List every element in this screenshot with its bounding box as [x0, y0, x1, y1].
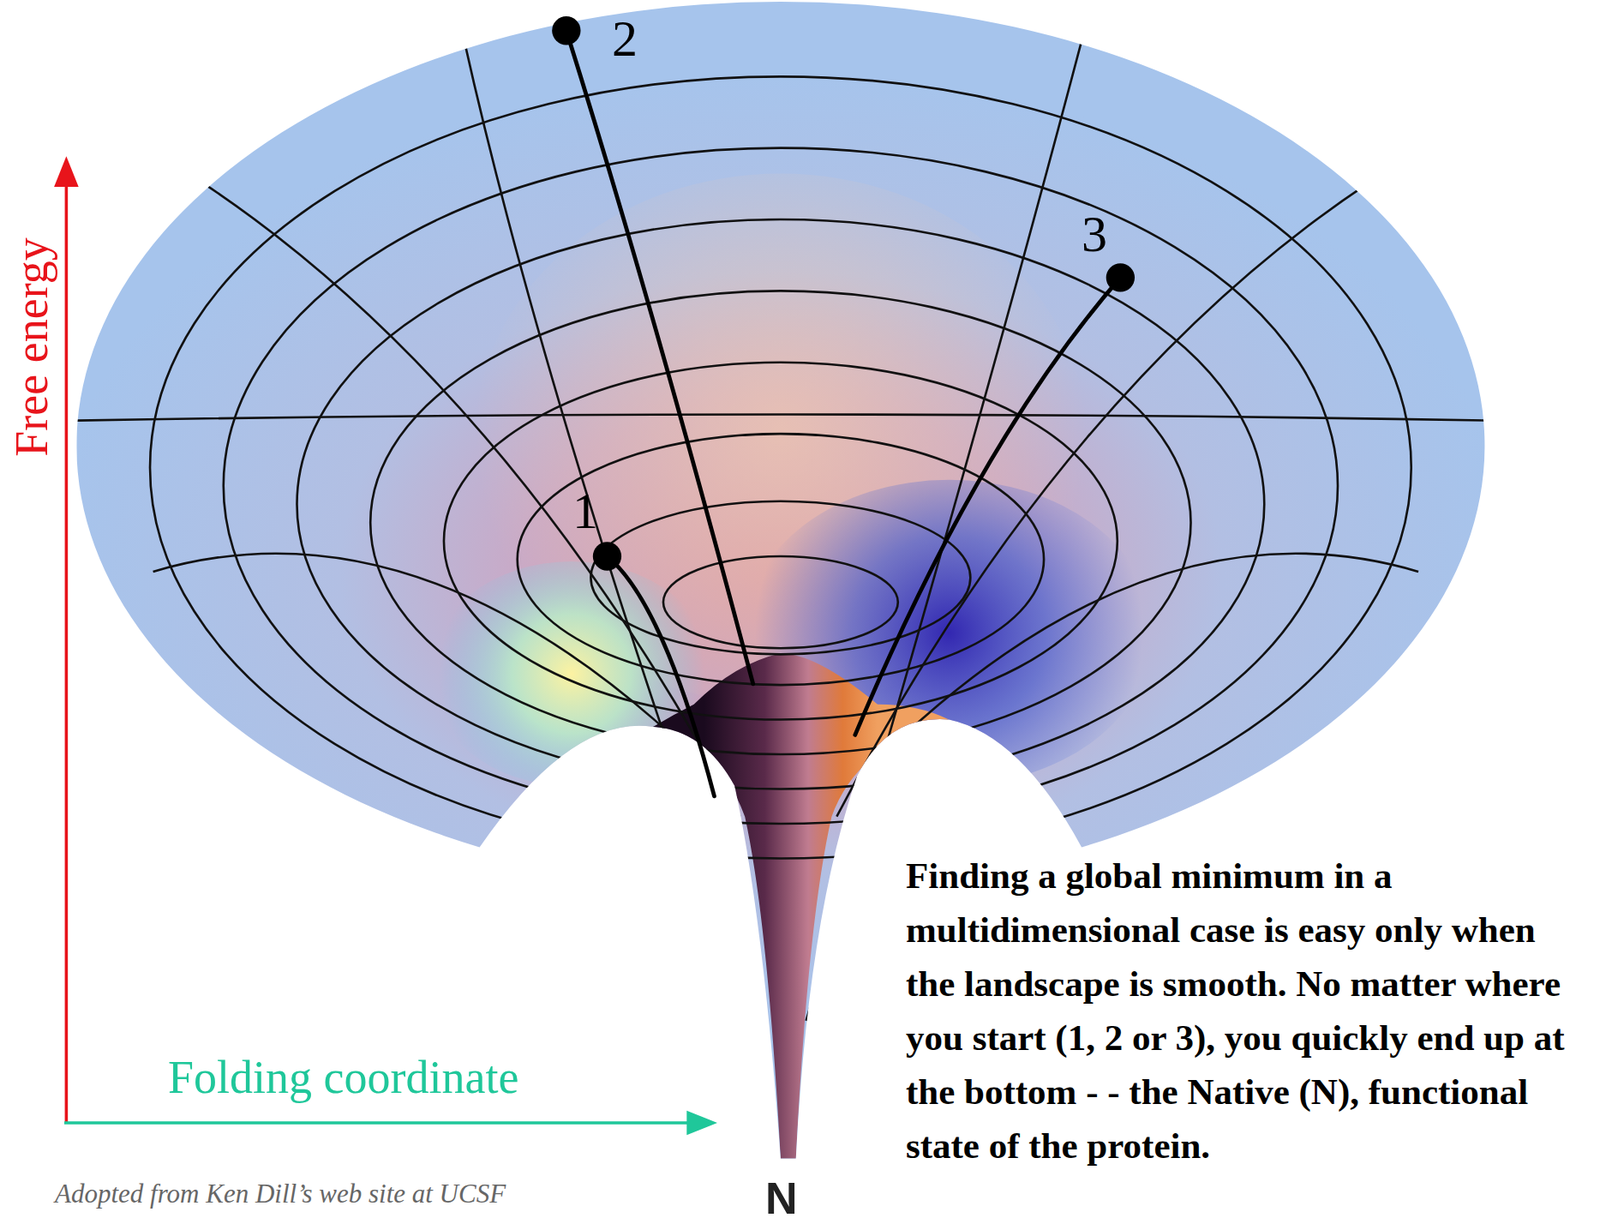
axis-label: Free energy [6, 237, 58, 456]
callout-number: 1 [572, 482, 599, 540]
callout-number: 3 [1081, 205, 1108, 263]
axis-label: Folding coordinate [167, 1052, 519, 1103]
native-state-label: N [765, 1174, 798, 1223]
credit-note: Adopted from Ken Dill’s web site at UCSF [54, 1179, 506, 1209]
caption: Finding a global minimum in a multidimen… [905, 848, 1592, 1173]
callout-number: 2 [611, 10, 638, 67]
